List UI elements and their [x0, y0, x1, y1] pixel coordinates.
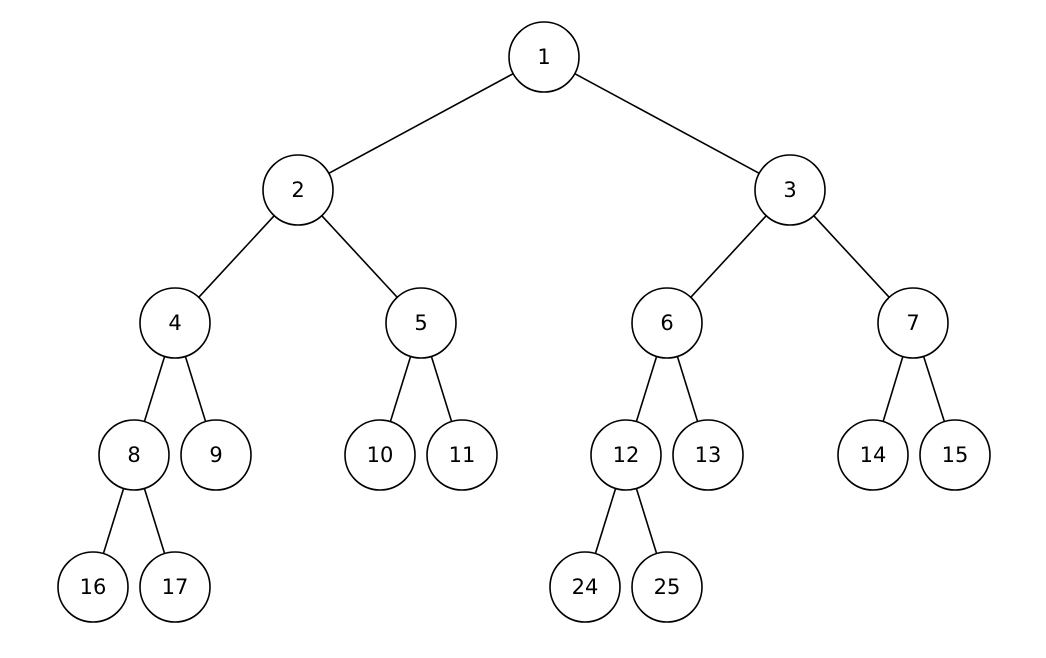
- tree-node-2: 2: [262, 154, 334, 226]
- edge-n5-n10: [389, 356, 412, 422]
- edge-n12-n24: [594, 488, 617, 554]
- tree-node-9: 9: [180, 419, 252, 491]
- node-label: 3: [783, 178, 796, 202]
- tree-node-25: 25: [631, 551, 703, 623]
- node-circle: [426, 419, 498, 491]
- node-circle: [837, 419, 909, 491]
- edge-n6-n12: [635, 356, 658, 422]
- node-label: 17: [162, 575, 189, 599]
- node-circle: [754, 154, 826, 226]
- node-label: 1: [537, 45, 550, 69]
- node-circle: [262, 154, 334, 226]
- edge-n8-n17: [143, 488, 166, 554]
- node-circle: [877, 287, 949, 359]
- edge-n4-n8: [143, 356, 166, 422]
- edge-n6-n13: [676, 356, 699, 422]
- node-circle: [344, 419, 416, 491]
- edge-n3-n7: [813, 215, 890, 298]
- tree-node-3: 3: [754, 154, 826, 226]
- node-label: 6: [660, 311, 673, 335]
- node-label: 14: [860, 443, 887, 467]
- tree-node-14: 14: [837, 419, 909, 491]
- node-label: 15: [942, 443, 969, 467]
- tree-node-13: 13: [672, 419, 744, 491]
- edge-n3-n6: [690, 215, 767, 298]
- tree-node-7: 7: [877, 287, 949, 359]
- tree-node-24: 24: [549, 551, 621, 623]
- node-label: 4: [168, 311, 181, 335]
- edge-n1-n2: [328, 72, 514, 175]
- edge-n7-n14: [882, 356, 904, 422]
- node-circle: [57, 551, 129, 623]
- node-label: 5: [414, 311, 427, 335]
- tree-node-6: 6: [631, 287, 703, 359]
- node-circle: [919, 419, 991, 491]
- node-circle: [631, 287, 703, 359]
- tree-node-11: 11: [426, 419, 498, 491]
- edge-n12-n25: [635, 488, 658, 554]
- node-label: 10: [367, 443, 394, 467]
- tree-node-12: 12: [590, 419, 662, 491]
- node-circle: [590, 419, 662, 491]
- tree-edges: [102, 72, 946, 554]
- tree-node-4: 4: [139, 287, 211, 359]
- node-circle: [139, 551, 211, 623]
- node-circle: [631, 551, 703, 623]
- node-label: 13: [695, 443, 722, 467]
- node-label: 7: [906, 311, 919, 335]
- edge-n2-n4: [198, 215, 275, 298]
- node-label: 11: [449, 443, 476, 467]
- node-circle: [508, 21, 580, 93]
- edge-n5-n11: [430, 356, 453, 422]
- node-label: 2: [291, 178, 304, 202]
- node-label: 24: [572, 575, 599, 599]
- node-circle: [139, 287, 211, 359]
- node-label: 9: [209, 443, 222, 467]
- edge-n4-n9: [184, 356, 207, 422]
- node-label: 25: [654, 575, 681, 599]
- tree-node-5: 5: [385, 287, 457, 359]
- tree-node-15: 15: [919, 419, 991, 491]
- node-label: 12: [613, 443, 640, 467]
- node-circle: [672, 419, 744, 491]
- tree-node-1: 1: [508, 21, 580, 93]
- tree-node-10: 10: [344, 419, 416, 491]
- node-circle: [549, 551, 621, 623]
- node-label: 8: [127, 443, 140, 467]
- edge-n1-n3: [574, 72, 760, 175]
- edge-n7-n15: [922, 356, 946, 422]
- edge-n2-n5: [321, 215, 398, 298]
- tree-node-16: 16: [57, 551, 129, 623]
- tree-node-17: 17: [139, 551, 211, 623]
- node-circle: [385, 287, 457, 359]
- node-circle: [180, 419, 252, 491]
- edge-n8-n16: [102, 488, 125, 554]
- node-label: 16: [80, 575, 107, 599]
- node-circle: [98, 419, 170, 491]
- tree-node-8: 8: [98, 419, 170, 491]
